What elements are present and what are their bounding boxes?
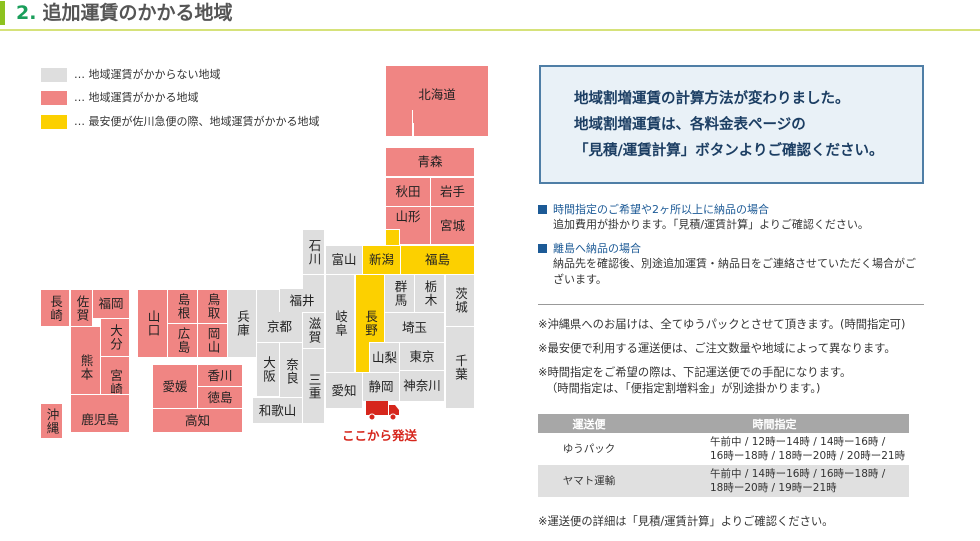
pref-oita: 大分 [100,318,130,357]
divider [538,304,924,305]
pref-yamaguchi: 山口 [137,289,168,358]
legend-swatch-yellow [41,115,67,129]
table-row: ヤマト運輸 午前中 / 14時ー16時 / 16時ー18時 / 18時ー20時 / … [538,465,909,497]
pref-akita: 秋田 [385,177,431,207]
remark: ※最安便で利用する運送便は、ご注文数量や地域によって異なります。 [538,342,896,355]
time-line: 16時ー18時 / 18時ー20時 / 20時ー21時 [710,450,906,462]
square-bullet-icon [538,243,547,253]
note-heading-island: 離島へ納品の場合 [538,240,641,256]
carrier-time-table: 運送便時間指定 ゆうパック 午前中 / 12時ー14時 / 14時ー16時 / 16… [538,414,909,497]
header-underline [0,29,980,31]
pref-okinawa: 沖縄 [40,403,63,439]
pref-ishikawa: 石川 [302,229,325,275]
pref-saga: 佐賀 [70,289,93,327]
remark: （時間指定は、「便指定割増料金」が別途掛かります。) [546,382,821,395]
pref-hiroshima: 広島 [167,323,198,358]
remark: ※時間指定をご希望の際は、下記運送便での手配になります。 [538,366,852,379]
pref-fukui-north [302,274,325,292]
pref-fukui: 福井 [279,289,325,313]
pref-mie: 三重 [302,348,325,424]
table-row: ゆうパック 午前中 / 12時ー14時 / 14時ー16時 / 16時ー18時 / … [538,433,909,465]
pref-kumamoto: 熊本 [70,340,101,395]
pref-kochi: 高知 [152,408,243,433]
section-number: 2. [16,2,37,24]
section-title: 2.追加運賃のかかる地域 [16,1,232,25]
remark: ※沖縄県へのお届けは、全てゆうパックとさせて頂きます。(時間指定可) [538,318,906,331]
legend-label: … 最安便が佐川急便の際、地域運賃がかかる地域 [74,115,320,128]
pref-nagano: 長野 [355,274,385,373]
pref-gifu: 岐阜 [325,274,355,373]
pref-kyoto: 京都 [256,312,303,343]
pref-tokyo: 東京 [399,342,445,371]
pref-ibaraki: 茨城 [445,274,475,327]
pref-shizuoka: 静岡 [362,372,400,402]
section-title-text: 追加運賃のかかる地域 [42,2,233,24]
pref-shiga: 滋賀 [302,312,325,349]
pref-aichi: 愛知 [325,372,363,409]
pref-wakayama: 和歌山 [252,397,303,424]
pref-ehime: 愛媛 [152,364,198,409]
pref-shimane: 島根 [167,289,198,324]
pref-nara: 奈良 [279,342,303,401]
rate-change-notice: 地域割増運賃の計算方法が変わりました。 地域割増運賃は、各料金表ページの 「見積… [539,65,924,184]
legend-item-charge: … 地域運賃がかかる地域 [41,91,199,105]
pref-niigata: 新潟 [362,245,401,275]
carrier-cell: ゆうパック [562,443,616,455]
footer-note: ※運送便の詳細は「見積/運賃計算」よりご確認ください。 [538,515,834,528]
legend-label: … 地域運賃がかからない地域 [74,68,221,81]
pref-kagawa: 香川 [197,364,243,387]
pref-tokushima: 徳島 [197,386,243,409]
pref-tottori: 鳥取 [197,289,228,324]
time-line: 午前中 / 12時ー14時 / 14時ー16時 / [710,436,886,448]
legend-swatch-red [41,91,67,105]
note-body-island: 納品先を確認後、別途追加運賃・納品日をご連絡させていただく場合がございます。 [553,257,916,286]
notice-line: 「見積/運賃計算」ボタンよりご確認ください。 [574,142,884,159]
table-header-row: 運送便時間指定 [538,414,909,433]
truck-icon [366,401,399,421]
column-header: 時間指定 [640,414,909,433]
pref-chiba: 千葉 [445,326,475,409]
square-bullet-icon [538,204,547,214]
time-cell: 午前中 / 14時ー16時 / 16時ー18時 / 18時ー20時 / 19時ー2… [640,465,909,497]
ship-from-label: ここから発送 [342,428,418,443]
pref-toyama: 富山 [325,245,363,275]
legend-item-sagawa: … 最安便が佐川急便の際、地域運賃がかかる地域 [41,115,320,129]
pref-osaka: 大阪 [256,342,280,397]
pref-gunma: 群馬 [384,274,415,313]
pref-hokkaido-west [385,110,413,137]
notice-line: 地域割増運賃は、各料金表ページの [574,116,806,133]
time-line: 午前中 / 14時ー16時 / 16時ー18時 / [710,468,886,480]
pref-tochigi: 栃木 [414,274,445,313]
pref-iwate: 岩手 [430,177,475,207]
note-heading-time: 時間指定のご希望や2ヶ所以上に納品の場合 [538,201,769,217]
legend-label: … 地域運賃がかかる地域 [74,91,199,104]
pref-fukuoka: 福岡 [92,289,130,319]
pref-miyagi: 宮城 [430,206,475,245]
pref-niigata-north [385,229,400,249]
note-heading-text: 離島へ納品の場合 [553,242,641,255]
note-body-time: 追加費用が掛かります。「見積/運賃計算」よりご確認ください。 [553,218,869,231]
time-line: 18時ー20時 / 19時ー21時 [710,482,837,494]
legend-swatch-gray [41,68,67,82]
pref-fukushima: 福島 [400,245,475,275]
pref-kanagawa: 神奈川 [399,370,445,402]
column-header: 運送便 [538,414,640,433]
carrier-cell: ヤマト運輸 [538,465,640,497]
pref-yamanashi: 山梨 [369,342,400,373]
pref-nagasaki: 長崎 [40,289,70,327]
pref-okayama: 岡山 [197,323,228,358]
time-cell: 午前中 / 12時ー14時 / 14時ー16時 / 16時ー18時 / 18時ー2… [640,433,909,465]
pref-kagoshima: 鹿児島 [70,394,130,433]
pref-aomori: 青森 [385,147,475,177]
pref-saitama: 埼玉 [384,312,445,343]
legend-item-no-charge: … 地域運賃がかからない地域 [41,68,221,82]
header-accent-bar [0,1,5,25]
note-heading-text: 時間指定のご希望や2ヶ所以上に納品の場合 [553,203,769,216]
notice-line: 地域割増運賃の計算方法が変わりました。 [574,90,850,107]
pref-hyogo: 兵庫 [227,289,257,358]
